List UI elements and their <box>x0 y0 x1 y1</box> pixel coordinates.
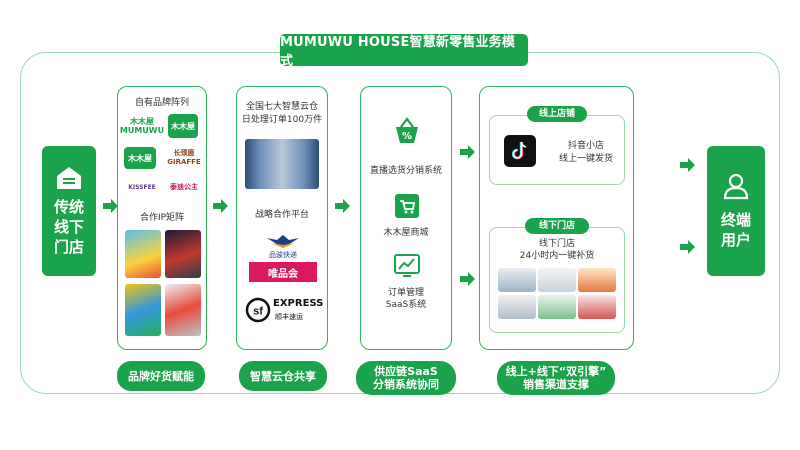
ip-image-disney <box>125 230 161 278</box>
basket-icon: % <box>396 117 418 143</box>
svg-text:%: % <box>402 131 412 142</box>
page-title: MUMUWU HOUSE智慧新零售业务模式 <box>280 34 528 69</box>
brand-logo-mumuwu-bear: 木木屋 <box>168 114 198 138</box>
ip-matrix-heading: 合作IP矩阵 <box>139 213 185 223</box>
saas-item-3b: SaaS系统 <box>385 300 427 310</box>
arrow-icon <box>680 158 695 172</box>
user-icon <box>723 173 749 200</box>
wings-icon <box>267 235 299 248</box>
brand-logo-mumuwu-house: 木木屋 <box>124 147 156 169</box>
ip-image-sesame-street <box>125 284 161 336</box>
store-photo <box>498 295 536 319</box>
mall-cart-icon <box>395 194 419 218</box>
store-icon <box>57 167 81 189</box>
brand-logo-mumuwu: 木木屋 MUMUWU <box>119 117 165 135</box>
offline-store-title: 线下门店 <box>525 218 589 234</box>
online-line-1: 抖音小店 <box>567 141 604 151</box>
store-photo <box>578 268 616 292</box>
warehouse-line-1: 全国七大智慧云仓 <box>245 102 318 112</box>
traditional-store-box: 传统 线下 门店 <box>42 146 96 276</box>
vip-brand-text: 品骏快递 <box>269 251 297 259</box>
saas-item-3a: 订单管理 <box>387 288 424 298</box>
arrow-icon <box>680 240 695 254</box>
online-line-2: 线上一键发货 <box>558 154 613 164</box>
brand-logo-kissfee: KISSFEE <box>128 183 156 191</box>
saas-pill: 供应链SaaS 分销系统协同 <box>356 361 456 395</box>
arrow-icon <box>460 145 475 159</box>
sf-sub-text: 顺丰速运 <box>275 313 303 321</box>
warehouse-column: 全国七大智慧云仓 日处理订单100万件 战略合作平台 品骏快递 唯品会 sf E… <box>236 86 328 350</box>
warehouse-line-2: 日处理订单100万件 <box>241 115 323 125</box>
channel-pill-line-2: 销售渠道支撑 <box>523 378 589 391</box>
sf-express-logo: sf EXPRESS 顺丰速运 <box>245 295 323 325</box>
store-photo <box>538 295 576 319</box>
store-photo <box>538 268 576 292</box>
ip-image-spiderman <box>165 230 201 278</box>
offline-line-1: 线下门店 <box>538 239 575 249</box>
svg-text:sf: sf <box>253 306 263 318</box>
store-photo <box>498 268 536 292</box>
left-box-line-3: 门店 <box>53 238 84 256</box>
end-user-box: 终端 用户 <box>707 146 765 276</box>
arrow-icon <box>103 199 118 213</box>
chart-screen-icon <box>394 254 420 277</box>
brand-logo-teddy-princess: 泰迪公主 <box>170 182 198 191</box>
online-store-title: 线上店铺 <box>527 106 587 122</box>
left-box-line-1: 传统 <box>53 198 84 216</box>
brand-column-heading: 自有品牌阵列 <box>134 98 189 108</box>
warehouse-photo <box>245 139 319 189</box>
sf-brand-text: EXPRESS <box>273 298 324 309</box>
channel-pill: 线上+线下“双引擎” 销售渠道支撑 <box>497 361 615 395</box>
arrow-icon <box>335 199 350 213</box>
warehouse-pill: 智慧云仓共享 <box>239 361 327 391</box>
right-box-line-1: 终端 <box>720 211 751 229</box>
store-photo <box>578 295 616 319</box>
arrow-icon <box>213 199 228 213</box>
saas-column: % 直播选货分销系统 木木屋商城 订单管理 SaaS系统 <box>360 86 452 350</box>
brand-column: 自有品牌阵列 木木屋 MUMUWU 木木屋 木木屋 长颈鹿 GIRAFFE KI… <box>117 86 207 350</box>
arrow-icon <box>460 272 475 286</box>
left-box-line-2: 线下 <box>53 218 84 236</box>
channel-column: 线上店铺 抖音小店 线上一键发货 线下门店 线下门店 24小时内一键补货 <box>479 86 634 350</box>
saas-pill-line-1: 供应链SaaS <box>374 365 438 378</box>
channel-pill-line-1: 线上+线下“双引擎” <box>505 365 607 378</box>
brand-logo-giraffe: 长颈鹿 GIRAFFE <box>167 149 201 166</box>
vip-logo: 品骏快递 唯品会 <box>249 232 317 282</box>
offline-line-2: 24小时内一键补货 <box>519 251 595 261</box>
right-box-line-2: 用户 <box>720 231 751 249</box>
saas-item-2: 木木屋商城 <box>383 228 429 238</box>
brand-pill: 品牌好货赋能 <box>117 361 205 391</box>
vip-label: 唯品会 <box>249 262 317 282</box>
saas-item-1: 直播选货分销系统 <box>369 166 442 176</box>
partners-heading: 战略合作平台 <box>254 210 309 220</box>
saas-pill-line-2: 分销系统协同 <box>373 378 439 391</box>
sf-logo-icon: sf <box>245 297 271 323</box>
tiktok-icon <box>504 135 536 167</box>
ip-image-ultraman <box>165 284 201 336</box>
